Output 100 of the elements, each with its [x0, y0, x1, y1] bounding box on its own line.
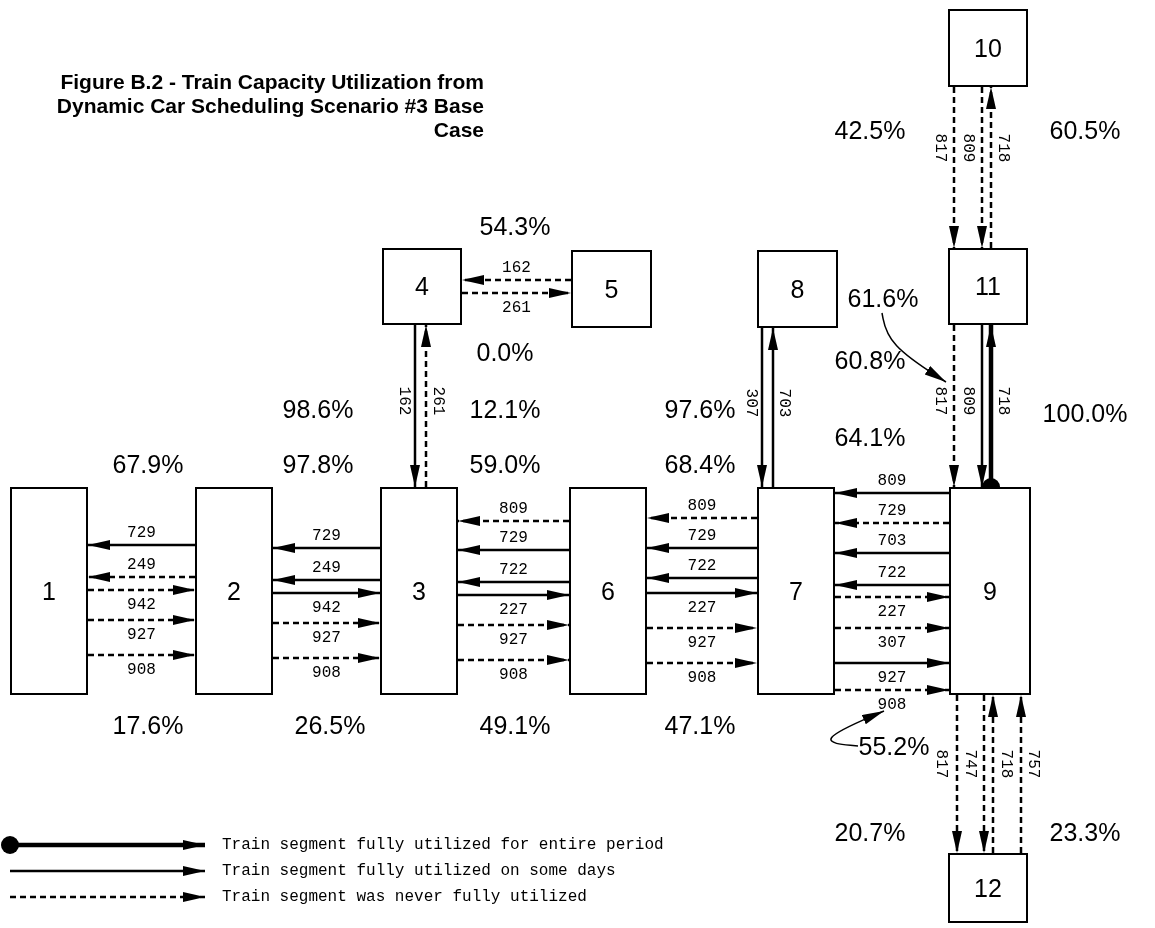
- edge-label: 927: [877, 670, 907, 686]
- utilization-label: 97.6%: [664, 394, 736, 424]
- edge-label: 718: [998, 749, 1014, 779]
- percentage-label: 61.6%: [848, 283, 918, 313]
- arrow: [768, 328, 778, 487]
- leader-arrow: [830, 710, 885, 747]
- arrow: [458, 545, 569, 555]
- edge-label: 817: [933, 749, 949, 779]
- arrow: [647, 513, 757, 523]
- edge-label: 718: [995, 133, 1011, 162]
- arrow: [421, 325, 431, 487]
- edge-label: 722: [499, 562, 528, 578]
- arrow: [458, 655, 569, 665]
- station-box: 7: [757, 487, 835, 695]
- edge-label: 162: [502, 260, 531, 276]
- edge-label: 809: [877, 473, 907, 489]
- edge-label: 809: [960, 133, 976, 162]
- station-box: 4: [382, 248, 462, 325]
- arrow: [88, 615, 195, 625]
- arrow: [647, 573, 757, 583]
- arrow: [835, 658, 949, 668]
- station-box: 9: [949, 487, 1031, 695]
- arrow: [835, 580, 949, 590]
- edge-label: 908: [312, 665, 341, 681]
- utilization-label: 97.8%: [282, 449, 354, 479]
- station-box: 5: [571, 250, 652, 328]
- edge-label: 703: [877, 533, 907, 549]
- edge-label: 908: [687, 670, 717, 686]
- percentage-label: 55.2%: [858, 732, 930, 760]
- edge-label: 227: [687, 600, 717, 616]
- arrow: [977, 87, 987, 248]
- edge-label: 908: [127, 662, 156, 678]
- legend-text: Train segment fully utilized on some days: [222, 862, 616, 880]
- edge-label: 307: [877, 635, 907, 651]
- arrow: [835, 548, 949, 558]
- edge-label: 703: [776, 388, 792, 417]
- utilization-label: 54.3%: [479, 211, 551, 241]
- leader-arrow: [881, 312, 947, 383]
- arrow: [979, 695, 989, 853]
- edge-label: 809: [960, 386, 976, 416]
- edge-label: 927: [127, 627, 156, 643]
- edge-label: 227: [499, 602, 528, 618]
- utilization-label: 98.6%: [282, 394, 354, 424]
- arrow: [410, 325, 420, 487]
- edge-label: 942: [127, 597, 156, 613]
- legend-text: Train segment was never fully utilized: [222, 888, 587, 906]
- arrow: [949, 325, 959, 487]
- edge-label: 261: [502, 300, 531, 316]
- utilization-label: 20.7%: [834, 817, 906, 847]
- edge-label: 718: [995, 386, 1011, 416]
- utilization-label: 17.6%: [112, 710, 184, 740]
- edge-label: 162: [396, 386, 412, 416]
- arrow: [88, 650, 195, 660]
- edge-label: 942: [312, 600, 341, 616]
- edge-label: 227: [877, 604, 907, 620]
- edge-label: 729: [499, 530, 528, 546]
- arrow: [88, 540, 195, 550]
- edge-label: 249: [312, 560, 341, 576]
- edge-label: 249: [127, 557, 156, 573]
- arrow: [757, 328, 767, 487]
- edge-label: 729: [127, 525, 156, 541]
- arrow: [986, 87, 996, 248]
- edge-label: 817: [932, 386, 948, 416]
- arrow: [835, 623, 949, 633]
- edge-label: 729: [877, 503, 907, 519]
- station-box: 3: [380, 487, 458, 695]
- arrow: [1016, 695, 1026, 853]
- station-box: 6: [569, 487, 647, 695]
- arrow: [949, 87, 959, 248]
- utilization-label: 49.1%: [479, 710, 551, 740]
- arrow: [458, 620, 569, 630]
- utilization-label: 26.5%: [294, 710, 366, 740]
- utilization-label: 60.8%: [834, 345, 906, 375]
- edge-label: 757: [1025, 749, 1041, 779]
- arrow: [835, 488, 949, 498]
- arrow: [273, 575, 380, 585]
- utilization-label: 0.0%: [476, 337, 534, 367]
- legend-text: Train segment fully utilized for entire period: [222, 836, 664, 854]
- edge-label: 261: [430, 386, 446, 416]
- arrow: [988, 695, 998, 853]
- arrow: [835, 685, 949, 695]
- edge-label: 747: [962, 749, 978, 779]
- utilization-label: 67.9%: [112, 449, 184, 479]
- edge-label: 729: [687, 528, 717, 544]
- station-box: 11: [948, 248, 1028, 325]
- utilization-label: 42.5%: [834, 115, 906, 145]
- edge-label: 908: [877, 697, 907, 713]
- utilization-label: 68.4%: [664, 449, 736, 479]
- arrow: [647, 623, 757, 633]
- arrow: [88, 572, 195, 582]
- edge-label: 809: [687, 498, 717, 514]
- figure-title: Figure B.2 - Train Capacity Utilization from Dynamic Car Scheduling Scenario #3 Base Case: [55, 70, 484, 142]
- arrow: [647, 543, 757, 553]
- arrow: [88, 585, 195, 595]
- utilization-label: 64.1%: [834, 422, 906, 452]
- utilization-label: 23.3%: [1049, 817, 1121, 847]
- arrow: [273, 618, 380, 628]
- utilization-label: 60.5%: [1049, 115, 1121, 145]
- arrow: [835, 518, 949, 528]
- arrow: [273, 588, 380, 598]
